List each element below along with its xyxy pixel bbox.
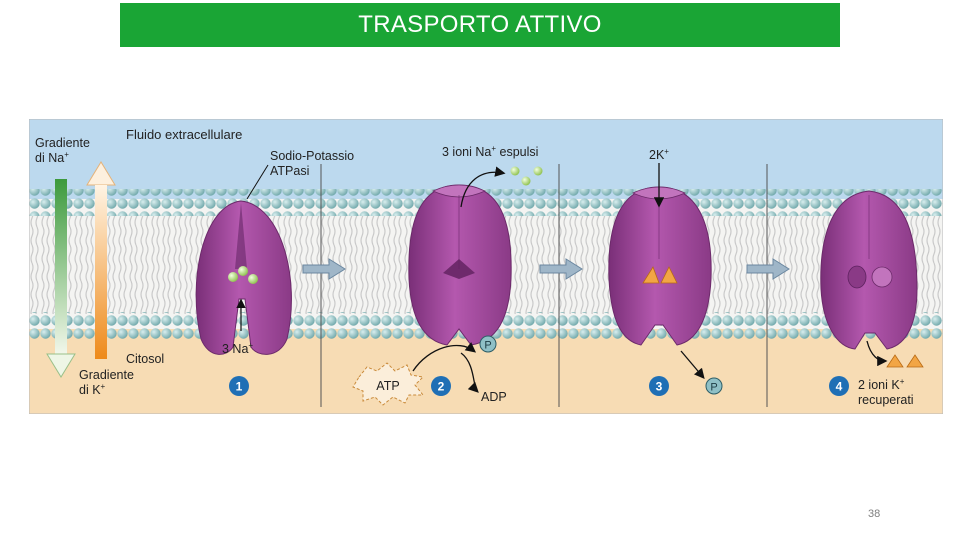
k-recovered-sup: + bbox=[900, 377, 905, 386]
na-gradient-label-1: Gradiente bbox=[35, 136, 90, 150]
na-expelled-sup: + bbox=[491, 144, 496, 153]
na-ion-expelled bbox=[533, 166, 543, 176]
step-badge-4: 4 bbox=[829, 376, 849, 396]
k-recovered-label-2: recuperati bbox=[858, 393, 914, 407]
phosphate-released bbox=[705, 377, 723, 395]
svg-text:di K+: di K+ bbox=[79, 382, 106, 397]
na-gradient-label-2: di Na bbox=[35, 151, 64, 165]
transition-arrow-3 bbox=[746, 258, 790, 280]
phosphate-bound bbox=[479, 335, 497, 353]
step-badge-3: 3 bbox=[649, 376, 669, 396]
atp-burst bbox=[352, 362, 425, 406]
k-gradient-sup: + bbox=[101, 382, 106, 391]
title-bar: TRASPORTO ATTIVO bbox=[120, 3, 840, 47]
pump-step-4 bbox=[820, 190, 918, 350]
svg-text:2 ioni K+: 2 ioni K+ bbox=[858, 377, 905, 392]
na-expelled-label: 3 ioni Na bbox=[442, 145, 491, 159]
atp-arrow bbox=[412, 342, 477, 372]
cytosol-label: Citosol bbox=[126, 352, 164, 366]
na-expelled-tail: espulsi bbox=[496, 145, 538, 159]
step-number: 2 bbox=[438, 380, 445, 394]
step-badge-2: 2 bbox=[431, 376, 451, 396]
step-number: 4 bbox=[836, 380, 843, 394]
k-gradient-label-1: Gradiente bbox=[79, 368, 134, 382]
page-number: 38 bbox=[868, 508, 881, 520]
k-ion-recovered bbox=[906, 354, 924, 368]
step-number: 3 bbox=[656, 380, 663, 394]
na-entering-label: 3 Na bbox=[222, 342, 248, 356]
svg-text:2K+: 2K+ bbox=[649, 147, 669, 162]
na-entering-sup: + bbox=[248, 341, 253, 350]
k-gradient-label-2: di K bbox=[79, 383, 101, 397]
svg-text:3 Na+: 3 Na+ bbox=[222, 341, 253, 356]
atp-label: ATP bbox=[376, 379, 399, 393]
extracellular-label: Fluido extracellulare bbox=[126, 127, 242, 142]
svg-text:di Na+: di Na+ bbox=[35, 150, 69, 165]
k-recovered-label-1: 2 ioni K bbox=[858, 378, 900, 392]
na-ion-expelled bbox=[521, 176, 531, 186]
na-gradient-sup: + bbox=[64, 150, 69, 159]
na-gradient-arrow bbox=[46, 179, 76, 378]
slide-title: TRASPORTO ATTIVO bbox=[358, 11, 602, 38]
k-entering-label: 2K bbox=[649, 148, 665, 162]
k-ion bbox=[642, 266, 660, 284]
adp-arrow bbox=[460, 352, 479, 393]
na-expel-arrow bbox=[460, 166, 506, 208]
phosphate-bound-label: P bbox=[484, 340, 491, 352]
k-entering-sup: + bbox=[664, 147, 669, 156]
sodium-potassium-pump-diagram: Gradiente di Na+ Fluido extracellulare S… bbox=[29, 119, 943, 414]
pump-label-1: Sodio-Potassio bbox=[270, 149, 354, 163]
pump-step-3 bbox=[608, 186, 712, 346]
k-ion bbox=[660, 266, 678, 284]
adp-label: ADP bbox=[481, 390, 507, 404]
pump-step-1 bbox=[195, 200, 292, 355]
phosphate-release-arrow bbox=[680, 350, 705, 379]
step-badge-1: 1 bbox=[229, 376, 249, 396]
k-recovered-arrow bbox=[866, 340, 888, 367]
k-gradient-arrow bbox=[86, 161, 116, 359]
transition-arrow-2 bbox=[539, 258, 583, 280]
na-ion bbox=[228, 272, 238, 282]
phosphate-released-label: P bbox=[710, 382, 717, 394]
pump-label-2: ATPasi bbox=[270, 164, 309, 178]
na-ion bbox=[248, 274, 258, 284]
transition-arrow-1 bbox=[302, 258, 346, 280]
na-ion bbox=[238, 266, 248, 276]
k-ion-recovered bbox=[886, 354, 904, 368]
na-ion-expelled bbox=[510, 166, 520, 176]
svg-text:3 ioni Na+ espulsi: 3 ioni Na+ espulsi bbox=[442, 144, 538, 159]
pump-step-2 bbox=[408, 184, 512, 346]
pump-label-pointer bbox=[246, 164, 269, 200]
extracellular-region bbox=[29, 119, 943, 199]
step-number: 1 bbox=[236, 380, 243, 394]
